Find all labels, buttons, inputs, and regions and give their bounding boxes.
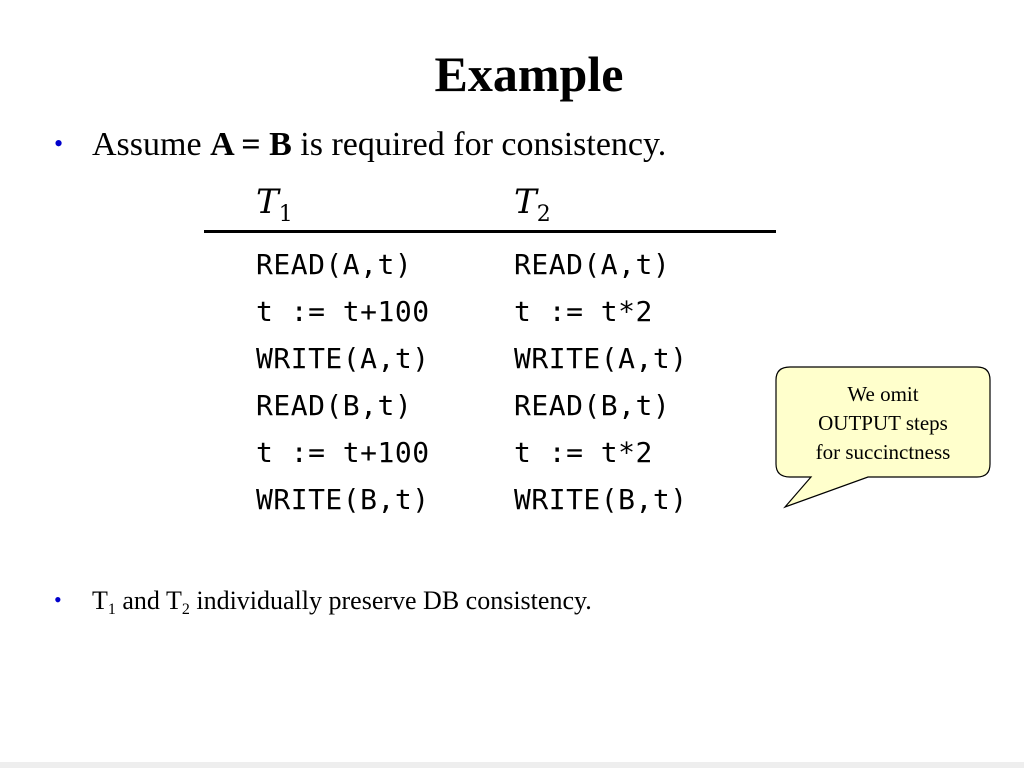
bullet-consistency-requirement: • Assume A = B is required for consistenc… bbox=[54, 122, 666, 167]
bullet1-text-bold: A = B bbox=[210, 126, 292, 163]
code-line: READ(B,t) bbox=[256, 389, 413, 422]
code-line: WRITE(A,t) bbox=[514, 342, 688, 375]
callout-line: OUTPUT steps bbox=[818, 411, 948, 435]
code-line: t := t+100 bbox=[256, 436, 430, 469]
callout-note: We omit OUTPUT steps for succinctness bbox=[776, 380, 990, 467]
column-t1-steps: READ(A,t) t := t+100 WRITE(A,t) READ(B,t… bbox=[256, 241, 430, 523]
code-line: WRITE(A,t) bbox=[256, 342, 430, 375]
bullet1-text-post: is required for consistency. bbox=[291, 126, 667, 163]
code-line: t := t+100 bbox=[256, 295, 430, 328]
code-line: WRITE(B,t) bbox=[514, 483, 688, 516]
column-header-t2: T2 bbox=[514, 182, 551, 227]
code-line: t := t*2 bbox=[514, 436, 653, 469]
transaction-code-table: T1 T2 READ(A,t) t := t+100 WRITE(A,t) RE… bbox=[204, 180, 776, 520]
bullet-dot-icon: • bbox=[54, 587, 62, 612]
slide-title: Example bbox=[434, 46, 624, 102]
bullet-dot-icon: • bbox=[54, 129, 64, 158]
slide-bottom-border bbox=[0, 762, 1024, 768]
callout-line: We omit bbox=[847, 382, 919, 406]
code-line: READ(A,t) bbox=[514, 248, 671, 281]
bullet-individual-consistency: •T1 and T2 individually preserve DB cons… bbox=[54, 582, 592, 619]
header-divider-line bbox=[204, 230, 776, 233]
code-line: READ(A,t) bbox=[256, 248, 413, 281]
code-line: WRITE(B,t) bbox=[256, 483, 430, 516]
code-line: t := t*2 bbox=[514, 295, 653, 328]
column-header-t1: T1 bbox=[256, 182, 293, 227]
bullet1-text-pre: Assume bbox=[92, 126, 211, 163]
callout-line: for succinctness bbox=[815, 440, 951, 464]
column-t2-steps: READ(A,t) t := t*2 WRITE(A,t) READ(B,t) … bbox=[514, 241, 688, 523]
code-line: READ(B,t) bbox=[514, 389, 671, 422]
